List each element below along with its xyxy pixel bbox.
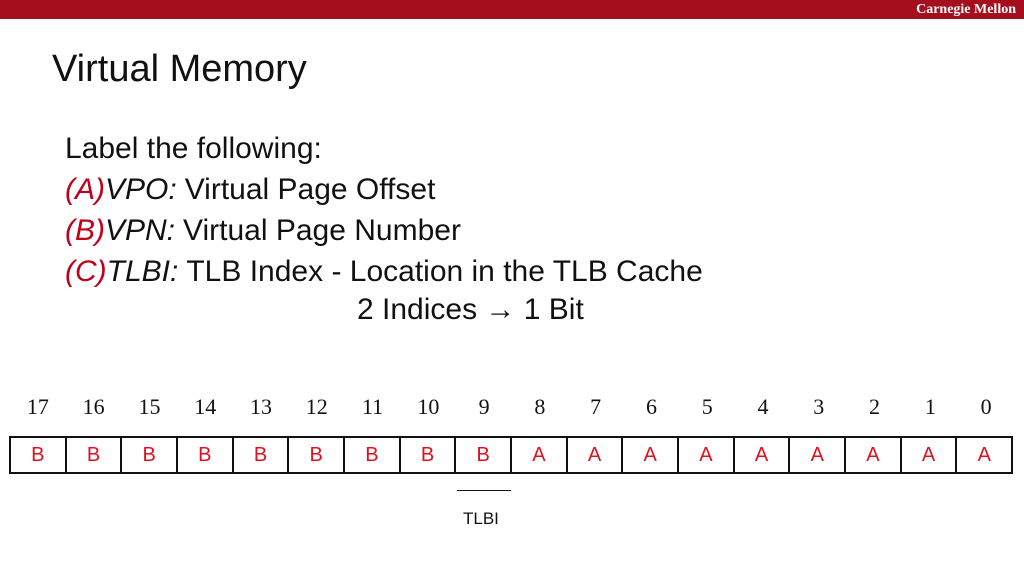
- item-tag: (B): [65, 214, 105, 247]
- bit-index-8: 8: [534, 394, 546, 419]
- bit-cell-15: B: [122, 438, 179, 472]
- bit-index-11: 11: [361, 394, 384, 419]
- bit-index-14: 14: [194, 394, 217, 419]
- item-vpn: (B)VPN:Virtual Page Number: [65, 210, 703, 251]
- item-abbr: VPO:: [105, 173, 177, 206]
- brand-logo-text: Carnegie Mellon: [916, 2, 1016, 17]
- bit-index-2: 2: [869, 394, 881, 419]
- bit-cell-8: A: [512, 438, 568, 472]
- bit-index-10: 10: [417, 394, 440, 419]
- bit-index-7: 7: [590, 394, 602, 419]
- bit-cell-9: B: [456, 438, 513, 472]
- bit-cell-17: B: [11, 438, 67, 472]
- intro-line: Label the following:: [65, 132, 322, 165]
- bit-index-15: 15: [138, 394, 161, 419]
- bit-cell-10: B: [401, 438, 457, 472]
- bit-cell-0: A: [977, 444, 991, 466]
- bit-index-16: 16: [82, 394, 105, 419]
- bit-cell-6: A: [623, 438, 680, 472]
- tlbi-label: TLBI: [463, 509, 499, 528]
- bit-index-12: 12: [305, 394, 328, 419]
- bit-cell-11: B: [345, 438, 401, 472]
- bit-index-0: 0: [980, 394, 992, 419]
- answer-blank-line: [457, 490, 511, 491]
- bit-cell-13: B: [234, 438, 290, 472]
- item-tag: (C): [65, 255, 107, 288]
- bit-cell-3: A: [790, 438, 847, 472]
- bit-cell-7: A: [568, 438, 624, 472]
- bit-cell-1: A: [902, 438, 958, 472]
- item-tlbi: (C)TLBI:TLB Index - Location in the TLB …: [65, 251, 703, 292]
- bit-cell-2: A: [846, 438, 902, 472]
- bit-index-9: 9: [478, 394, 490, 419]
- indices-note: 2 Indices → 1 Bit: [357, 293, 584, 326]
- item-abbr: VPN:: [105, 214, 176, 247]
- bit-index-3: 3: [813, 394, 825, 419]
- bit-cell-5: A: [679, 438, 735, 472]
- bit-index-17: 17: [26, 394, 49, 419]
- item-abbr: TLBI:: [106, 255, 179, 288]
- header-bar: Carnegie Mellon: [0, 0, 1024, 19]
- bit-cell-12: B: [289, 438, 346, 472]
- bit-index-6: 6: [645, 394, 657, 419]
- bit-index-13: 13: [250, 394, 272, 419]
- item-desc: Virtual Page Number: [183, 214, 461, 247]
- item-desc: TLB Index - Location in the TLB Cache: [186, 255, 703, 288]
- bit-cell-16: B: [67, 438, 123, 472]
- item-tag: (A): [65, 173, 105, 206]
- item-vpo: (A)VPO:Virtual Page Offset: [65, 169, 703, 210]
- slide-title: Virtual Memory: [52, 48, 307, 90]
- bit-cell-4: A: [735, 438, 791, 472]
- slide-body: Label the following: (A)VPO:Virtual Page…: [65, 128, 703, 292]
- bit-index-5: 5: [701, 394, 713, 419]
- item-desc: Virtual Page Offset: [184, 173, 436, 206]
- bit-index-4: 4: [757, 394, 769, 419]
- bit-index-1: 1: [924, 394, 936, 419]
- bit-cell-14: B: [178, 438, 234, 472]
